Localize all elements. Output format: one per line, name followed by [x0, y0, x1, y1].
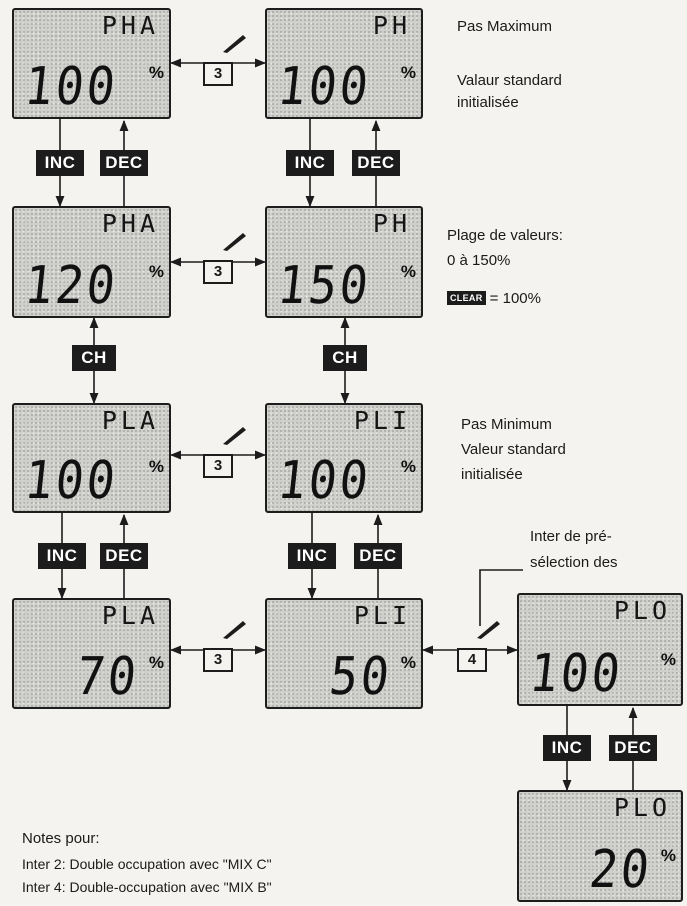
label-initialisee-2: initialisée	[461, 466, 523, 483]
lcd-unit: %	[148, 653, 164, 672]
label-pas-maximum: Pas Maximum	[457, 18, 553, 35]
ch-tag: CH	[323, 345, 367, 371]
lcd-pha-mid: PHA 120 %	[12, 206, 171, 318]
label-pas-minimum: Pas Minimum	[461, 416, 552, 433]
leader-inter-preselection	[479, 569, 523, 626]
dec-tag: DEC	[100, 543, 148, 569]
notes-title: Notes pour:	[22, 830, 100, 847]
switch-3-lower: 3	[203, 427, 249, 478]
lcd-unit: %	[400, 63, 416, 82]
label-clear-default: CLEAR = 100%	[447, 288, 541, 310]
clear-key-badge: CLEAR	[447, 291, 486, 305]
lcd-unit: %	[660, 846, 676, 865]
lcd-value: 150	[274, 256, 374, 316]
lcd-value: 120	[21, 256, 121, 316]
lcd-mode-label: PLI	[353, 601, 411, 630]
switch-number: 3	[203, 260, 233, 284]
inc-tag: INC	[286, 150, 334, 176]
switch-number: 3	[203, 454, 233, 478]
lcd-value: 100	[21, 57, 121, 117]
lcd-mode-label: PLO	[613, 793, 671, 822]
dec-tag: DEC	[352, 150, 400, 176]
switch-lever-icon	[223, 35, 246, 53]
label-inter-preselection-2: sélection des	[530, 554, 618, 571]
label-plage-valeurs: Plage de valeurs:	[447, 227, 563, 244]
lcd-mode-label: PLI	[353, 406, 411, 435]
switch-lever-icon	[477, 621, 500, 639]
label-valeur-standard-1: Valaur standard	[457, 72, 562, 89]
lcd-mode-label: PLO	[613, 596, 671, 625]
switch-lever-icon	[223, 233, 246, 251]
switch-lever-icon	[223, 427, 246, 445]
dec-tag: DEC	[609, 735, 657, 761]
switch-3-bottom: 3	[203, 621, 249, 672]
lcd-value: 100	[526, 644, 626, 704]
lcd-pla-mid: PLA 100 %	[12, 403, 171, 513]
lcd-value: 100	[274, 451, 374, 511]
lcd-value: 20	[586, 840, 655, 900]
lcd-plo-bot: PLO 20 %	[517, 790, 683, 902]
lcd-mode-label: PLA	[101, 601, 159, 630]
label-inter-preselection-1: Inter de pré-	[530, 528, 612, 545]
switch-3-top: 3	[203, 35, 249, 86]
notes-line-1: Inter 2: Double occupation avec "MIX C"	[22, 856, 272, 872]
lcd-pli-mid: PLI 100 %	[265, 403, 423, 513]
inc-tag: INC	[36, 150, 84, 176]
lcd-mode-label: PHA	[101, 209, 159, 238]
lcd-pha-top: PHA 100 %	[12, 8, 171, 119]
lcd-pli-bot: PLI 50 %	[265, 598, 423, 709]
dec-tag: DEC	[354, 543, 402, 569]
label-plage-range: 0 à 150%	[447, 252, 511, 269]
lcd-value: 50	[326, 647, 395, 707]
lcd-unit: %	[400, 653, 416, 672]
inc-tag: INC	[288, 543, 336, 569]
lcd-unit: %	[148, 63, 164, 82]
lcd-mode-label: PHA	[101, 11, 159, 40]
lcd-ph-mid: PH 150 %	[265, 206, 423, 318]
lcd-unit: %	[400, 457, 416, 476]
lcd-unit: %	[660, 650, 676, 669]
lcd-unit: %	[400, 262, 416, 281]
inc-tag: INC	[38, 543, 86, 569]
lcd-mode-label: PLA	[101, 406, 159, 435]
ch-tag: CH	[72, 345, 116, 371]
label-initialisee-1: initialisée	[457, 94, 519, 111]
switch-4: 4	[457, 621, 503, 672]
lcd-unit: %	[148, 262, 164, 281]
clear-value: = 100%	[489, 290, 541, 307]
lcd-mode-label: PH	[372, 209, 411, 238]
inc-tag: INC	[543, 735, 591, 761]
lcd-value: 100	[274, 57, 374, 117]
switch-number: 3	[203, 62, 233, 86]
lcd-value: 70	[73, 647, 142, 707]
switch-number: 4	[457, 648, 487, 672]
lcd-ph-top: PH 100 %	[265, 8, 423, 119]
label-valeur-standard-2: Valeur standard	[461, 441, 566, 458]
lcd-mode-label: PH	[372, 11, 411, 40]
notes-line-2: Inter 4: Double-occupation avec "MIX B"	[22, 879, 272, 895]
dec-tag: DEC	[100, 150, 148, 176]
switch-3-mid: 3	[203, 233, 249, 284]
lcd-pla-bot: PLA 70 %	[12, 598, 171, 709]
lcd-unit: %	[148, 457, 164, 476]
lcd-plo-top: PLO 100 %	[517, 593, 683, 706]
switch-lever-icon	[223, 621, 246, 639]
lcd-value: 100	[21, 451, 121, 511]
switch-number: 3	[203, 648, 233, 672]
